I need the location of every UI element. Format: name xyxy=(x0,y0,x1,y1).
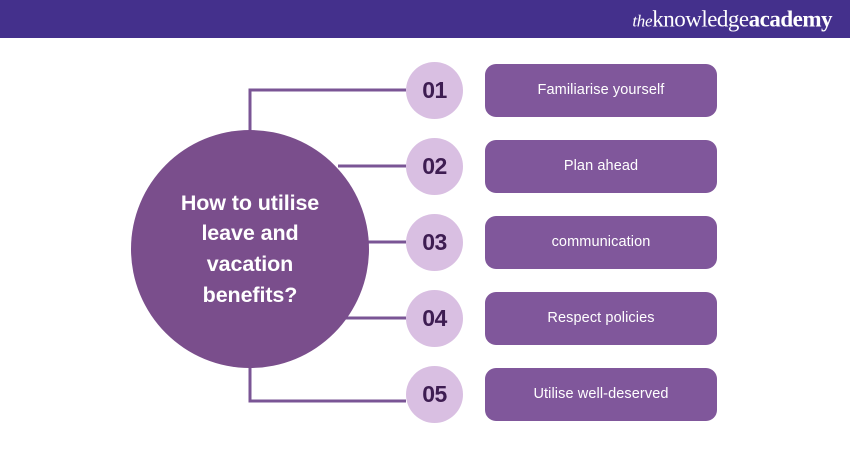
brand-logo: theknowledgeacademy xyxy=(632,8,832,31)
step-badge-1[interactable]: 01 xyxy=(406,62,463,119)
step-number-3: 03 xyxy=(422,229,447,255)
step-label-1: Familiarise yourself xyxy=(537,82,665,99)
brand-logo-the: the xyxy=(632,11,653,31)
step-number-4: 04 xyxy=(422,305,447,331)
step-box-1[interactable]: Familiarise yourself xyxy=(485,64,717,117)
step-badge-3[interactable]: 03 xyxy=(406,214,463,271)
step-label-2: Plan ahead xyxy=(563,158,639,175)
step-label-4: Respect policies xyxy=(547,310,655,327)
brand-logo-knowledge: knowledge xyxy=(652,6,749,32)
step-label-3: communication xyxy=(551,234,651,251)
step-badge-5[interactable]: 05 xyxy=(406,366,463,423)
brand-logo-academy: academy xyxy=(748,6,833,32)
hub-circle: How to utilise leave and vacation benefi… xyxy=(131,130,369,368)
step-number-5: 05 xyxy=(422,381,447,407)
step-box-5[interactable]: Utilise well-deserved xyxy=(485,368,717,421)
step-box-2[interactable]: Plan ahead xyxy=(485,140,717,193)
step-number-2: 02 xyxy=(422,153,447,179)
step-number-1: 01 xyxy=(422,77,447,103)
step-box-4[interactable]: Respect policies xyxy=(485,292,717,345)
connector-step-5 xyxy=(248,366,406,403)
step-badge-2[interactable]: 02 xyxy=(406,138,463,195)
hub-title: How to utilise leave and vacation benefi… xyxy=(180,190,320,307)
step-badge-4[interactable]: 04 xyxy=(406,290,463,347)
step-box-3[interactable]: communication xyxy=(485,216,717,269)
step-label-5: Utilise well-deserved xyxy=(533,386,669,403)
header-bar: theknowledgeacademy xyxy=(0,0,850,38)
connector-step-1 xyxy=(248,88,406,132)
